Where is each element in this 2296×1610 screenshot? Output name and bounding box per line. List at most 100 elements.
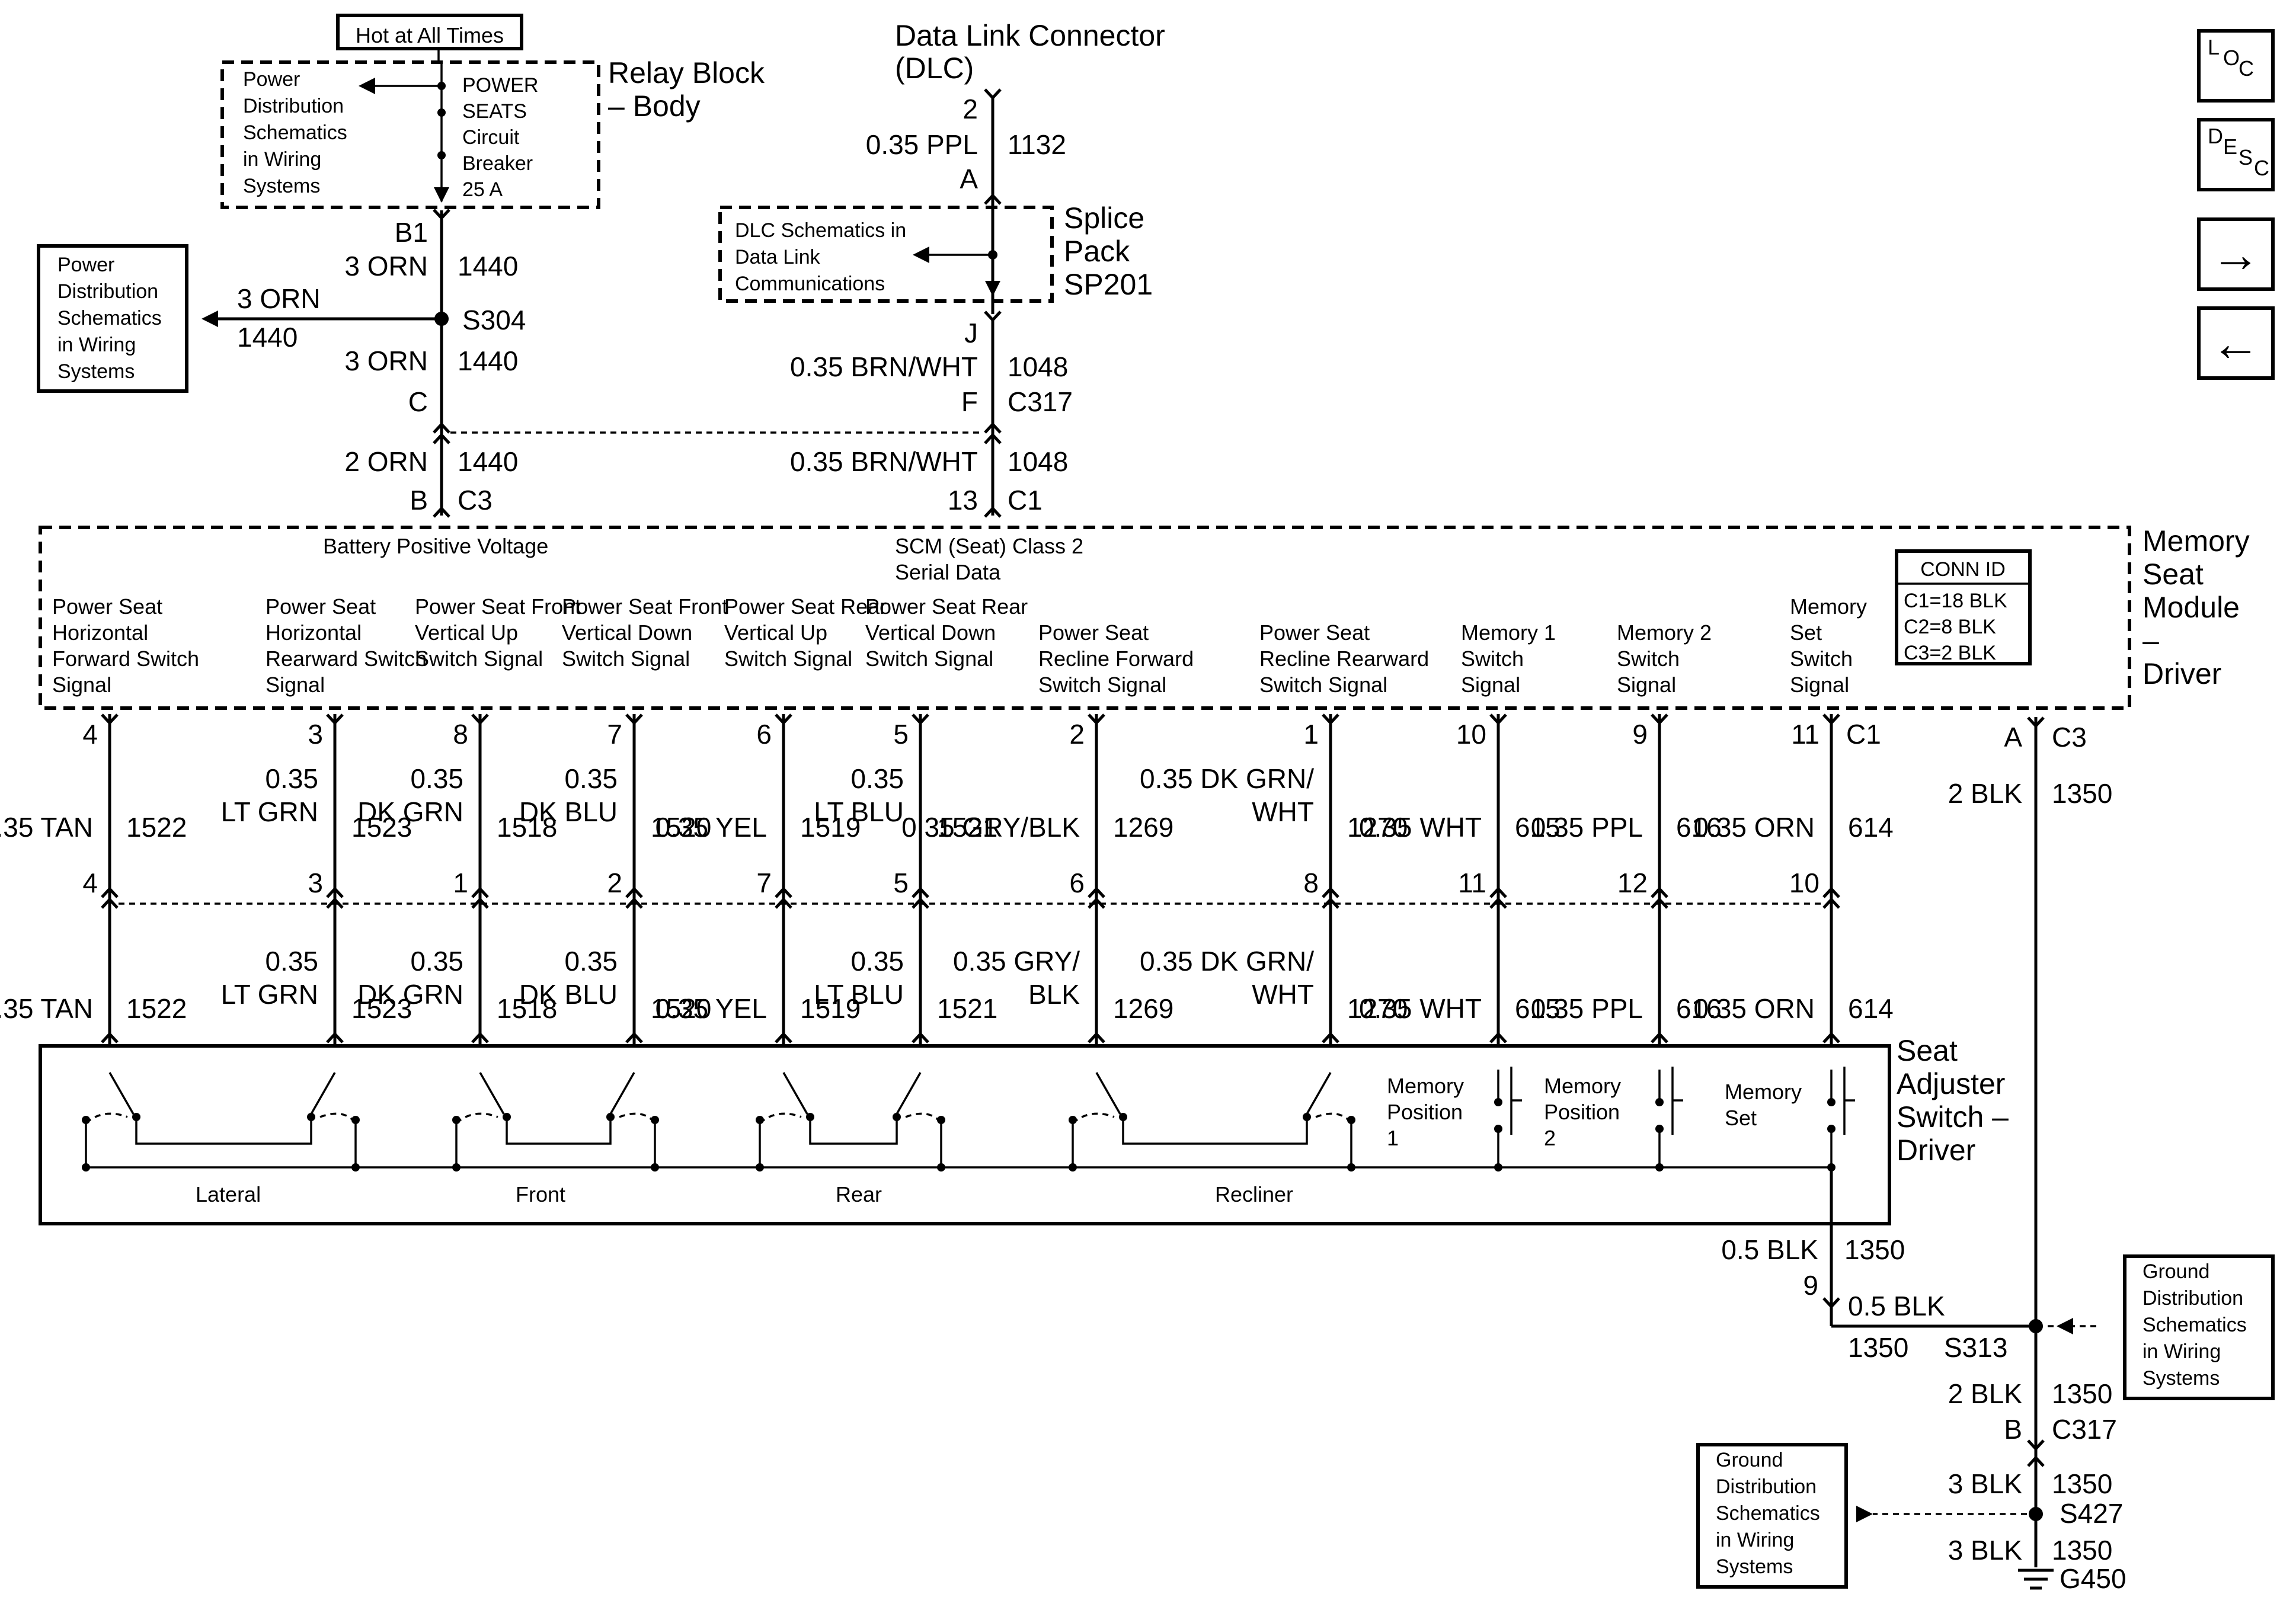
connector-c2-chevron <box>775 886 792 898</box>
arrow-left-icon <box>2057 1318 2073 1334</box>
wire-color: 0.5 BLK <box>1848 1291 1945 1321</box>
circuit-number: 1520 <box>651 993 711 1024</box>
connector-c1-chevron <box>1651 713 1668 725</box>
connector-b1-chevron <box>433 209 450 220</box>
connector-c2-chevron <box>625 897 643 909</box>
back-arrow-button[interactable]: ← <box>2197 306 2275 380</box>
circuit-number: 1523 <box>351 993 412 1024</box>
conn-id-title: CONN ID <box>1920 558 2006 581</box>
wire-color: 0.35 ORN <box>1693 993 1815 1024</box>
switch-common-bar <box>135 1117 312 1145</box>
switch-group-label: Rear <box>836 1182 882 1206</box>
switch-arm <box>782 1072 808 1115</box>
switch-contact <box>351 1116 360 1124</box>
connector-b: B <box>410 485 428 516</box>
connector-c317-chevron <box>2027 1439 2045 1451</box>
wire-color: 0.35 BRN/WHT <box>790 446 978 477</box>
memory-switch-contact <box>1655 1163 1664 1172</box>
circuit-number: 1521 <box>937 993 997 1024</box>
arrow-left-icon <box>359 78 375 94</box>
connector-chevron <box>471 1032 489 1044</box>
module-pin: 6 <box>756 719 772 750</box>
switch-contact <box>1347 1116 1355 1124</box>
connector-c1-label: C1 <box>1846 719 1881 750</box>
switch-arm <box>310 1072 336 1115</box>
connector-chevron <box>326 1032 344 1044</box>
connector-c1-chevron <box>984 506 1002 518</box>
connector-c2-chevron <box>1322 897 1339 909</box>
switch-arm <box>1095 1072 1121 1115</box>
wire-color: 0.35 BRN/WHT <box>790 351 978 382</box>
connector-chevron <box>912 1032 929 1044</box>
connector-pin-f: F <box>961 386 978 417</box>
desc-button-letter: C <box>2254 156 2269 180</box>
switch-common-bar <box>1122 1117 1308 1145</box>
switch-arm <box>896 1072 922 1115</box>
connector-c2-chevron <box>1322 886 1339 898</box>
connector-c2-chevron <box>471 897 489 909</box>
switch-contact <box>937 1116 945 1124</box>
connector-c3-chevron <box>2027 716 2045 728</box>
wire-color: 3 BLK <box>1948 1535 2023 1566</box>
module-pin: 5 <box>893 719 909 750</box>
connector-c2-chevron <box>471 886 489 898</box>
desc-button-letter: S <box>2239 145 2253 169</box>
switch-contact <box>452 1116 461 1124</box>
switch-common-bar <box>809 1117 898 1145</box>
splice-pin-a: A <box>960 164 978 194</box>
connector-f-chevron <box>984 422 1002 434</box>
connector-c1-chevron <box>101 713 119 725</box>
circuit-number: 1522 <box>126 993 187 1024</box>
wire-color: 3 ORN <box>237 283 321 314</box>
harness-pin: 11 <box>1458 868 1486 898</box>
circuit-number: 1048 <box>1008 446 1068 477</box>
circuit-number: 615 <box>1515 812 1560 843</box>
module-pin: 3 <box>308 719 323 750</box>
connector-c2-chevron <box>1822 886 1840 898</box>
connector-chevron <box>1822 1032 1840 1044</box>
dlc-pin: 2 <box>962 94 978 124</box>
ground-dist-bottom-box <box>1696 1443 1848 1589</box>
harness-pin: 3 <box>308 868 323 898</box>
loc-button-letter: C <box>2239 56 2254 81</box>
connector-c2-chevron <box>1088 886 1105 898</box>
connector-pin-9-chevron <box>1822 1297 1840 1309</box>
conn-id-entry: C3=2 BLK <box>1904 642 1996 664</box>
wire-color: 0.35 PPL <box>1531 993 1643 1024</box>
circuit-number: 1350 <box>2052 1468 2112 1499</box>
circuit-number: 1440 <box>458 345 518 376</box>
wire-color: 0.35 DK GRN/WHT <box>1140 763 1314 827</box>
wire-color: 0.5 BLK <box>1721 1234 1818 1265</box>
harness-pin: 8 <box>1303 868 1319 898</box>
harness-pin: 4 <box>82 868 98 898</box>
circuit-number: 1269 <box>1113 993 1173 1024</box>
circuit-number: 1523 <box>351 812 412 843</box>
connector-c1-chevron <box>1322 713 1339 725</box>
next-arrow-button[interactable]: → <box>2197 217 2275 291</box>
dlc-title: (DLC) <box>895 52 974 85</box>
connector-c317: C317 <box>2052 1414 2117 1445</box>
back-arrow-button-arrow-icon: ← <box>2211 315 2260 371</box>
connector-chevron <box>775 1032 792 1044</box>
splice-s427-label: S427 <box>2060 1498 2123 1529</box>
connector-c1-chevron <box>775 713 792 725</box>
connector-c317: C317 <box>1008 386 1073 417</box>
hot-at-all-times-box <box>336 14 523 50</box>
connector-f-chevron <box>984 433 1002 444</box>
switch-arm <box>1306 1072 1332 1115</box>
wiring-lines <box>37 14 2275 1590</box>
seat-adjuster-outline <box>39 1044 1891 1225</box>
switch-arm <box>609 1072 635 1115</box>
module-pin: 2 <box>1069 719 1085 750</box>
